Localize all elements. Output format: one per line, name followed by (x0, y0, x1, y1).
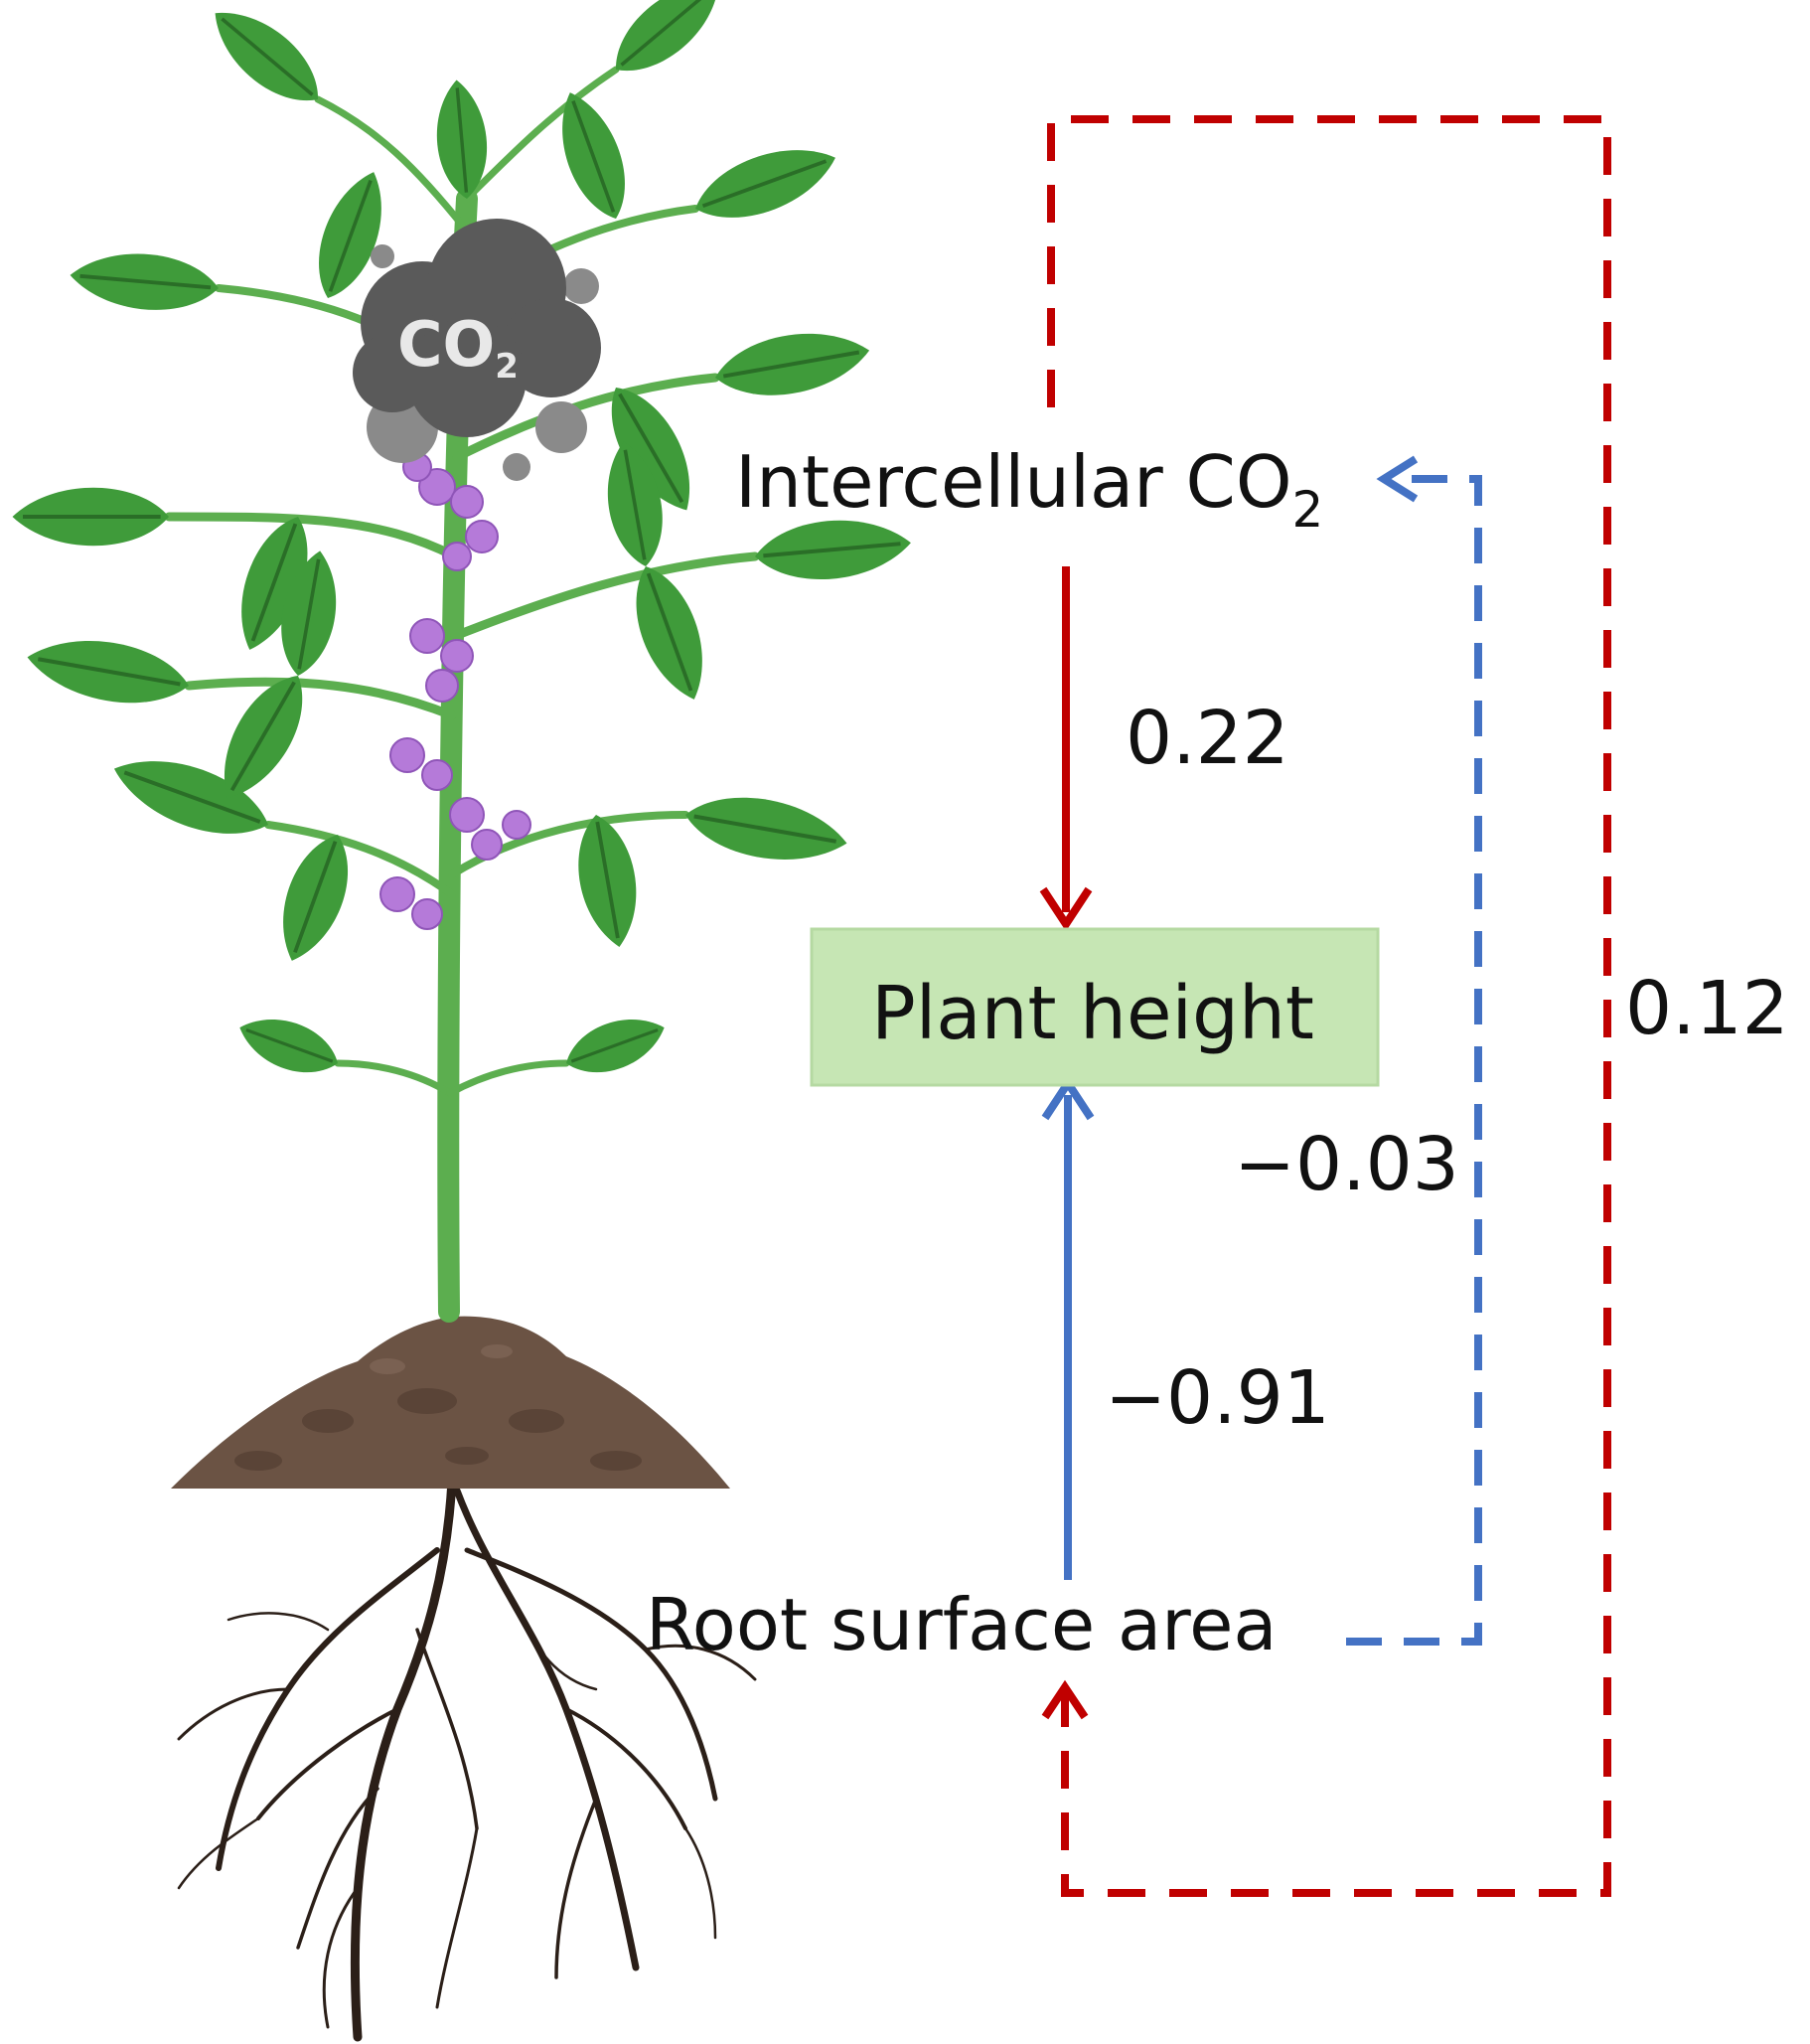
arrowhead-height-from-co2 (1039, 886, 1093, 932)
soil-mound-illustration (171, 1316, 730, 1489)
correlation-arrowhead-root (1041, 1679, 1089, 1720)
co2-cloud-label: CO2 (397, 308, 519, 387)
co2-cloud-icon: CO2 (353, 219, 601, 481)
plant-height-node-box (810, 927, 1380, 1087)
coefficient-co2-root-correlation: 0.12 (1625, 966, 1789, 1051)
correlation-path-co2-root (1047, 115, 1611, 1897)
roots-illustration (177, 1476, 757, 2042)
plant-height-node-label: Plant height (871, 971, 1314, 1056)
arrowhead-co2-from-root (1376, 455, 1419, 503)
flowers-illustration (379, 452, 531, 930)
coefficient-root-to-co2: −0.03 (1234, 1122, 1459, 1207)
intercellular-co2-node-label: Intercellular CO2 (735, 440, 1323, 539)
soybean-plant-illustration: CO2 (13, 0, 914, 2042)
path-root-to-co2 (1346, 475, 1482, 1646)
coefficient-root-to-height: −0.91 (1105, 1355, 1330, 1441)
coefficient-co2-to-height: 0.22 (1126, 696, 1289, 781)
root-surface-area-node-label: Root surface area (646, 1583, 1278, 1666)
